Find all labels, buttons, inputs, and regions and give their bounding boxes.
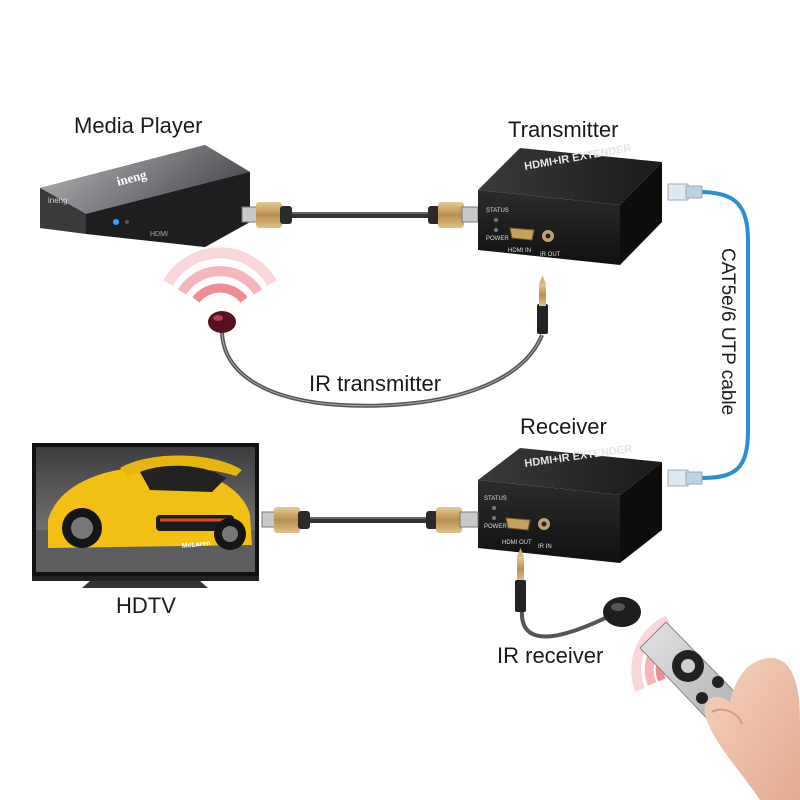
tv-stand xyxy=(82,581,208,588)
hdmi-cable-bottom xyxy=(261,507,479,533)
ir-out-label: IR OUT xyxy=(540,252,561,258)
hand-image xyxy=(704,658,800,800)
hdmi-plug-icon xyxy=(428,202,479,228)
receiver-device: HDMI+IR EXTENDER STATUS POWER HDMI OUT I… xyxy=(478,443,662,563)
hdmi-port-icon xyxy=(509,227,535,241)
utp-cable-label: CAT5e/6 UTP cable xyxy=(717,248,738,416)
status-label: STATUS xyxy=(484,496,507,502)
transmitter-device: HDMI+IR EXTENDER STATUS POWER HDMI IN IR… xyxy=(478,142,662,265)
status-led-icon xyxy=(494,218,498,222)
sensor-shine xyxy=(611,603,625,611)
ir-window-icon xyxy=(125,220,129,224)
car-image: McLaren xyxy=(48,455,252,550)
ir-in-label: IR IN xyxy=(538,544,552,550)
player-hdmi-mark: HDMI xyxy=(150,231,168,238)
ir-transmitter-cable xyxy=(208,275,548,408)
transmitter-label: Transmitter xyxy=(508,117,619,142)
audio-jack-icon xyxy=(537,275,548,334)
player-front-brand: ineng xyxy=(48,196,68,205)
hdmi-plug-icon xyxy=(261,507,310,533)
emitter-shine xyxy=(213,315,223,321)
media-player-label: Media Player xyxy=(74,113,203,138)
remote-button-icon xyxy=(696,692,708,704)
media-player-device: ineng ineng HDMI xyxy=(40,145,250,247)
utp-cable xyxy=(667,183,750,487)
power-label: POWER xyxy=(484,524,507,530)
power-led-icon xyxy=(492,516,496,520)
power-led-icon xyxy=(113,219,119,225)
hdtv-label: HDTV xyxy=(116,593,176,618)
ir-emitter-icon xyxy=(208,311,236,333)
rj45-plug-icon xyxy=(667,469,703,487)
car-badge-text: McLaren xyxy=(181,540,210,550)
status-led-icon xyxy=(492,506,496,510)
hdmi-cable-top xyxy=(241,202,479,228)
remote-button-icon xyxy=(712,676,724,688)
hdmi-plug-icon xyxy=(426,507,479,533)
hdmi-out-label: HDMI OUT xyxy=(502,540,532,546)
audio-jack-icon xyxy=(515,548,526,612)
power-led-icon xyxy=(494,228,498,232)
hdmi-plug-icon xyxy=(241,202,292,228)
hdmi-in-label: HDMI IN xyxy=(508,248,531,254)
receiver-label: Receiver xyxy=(520,414,607,439)
jack-hole-icon xyxy=(541,521,547,527)
ir-transmitter-label: IR transmitter xyxy=(309,371,442,396)
rj45-plug-icon xyxy=(667,183,703,201)
jack-hole-icon xyxy=(545,233,551,239)
ir-receiver-label: IR receiver xyxy=(497,643,604,668)
ir-wave-icon-transmitter xyxy=(163,247,277,303)
hdtv-device: McLaren xyxy=(32,443,259,588)
status-label: STATUS xyxy=(486,208,509,214)
ir-receiver-cable xyxy=(515,548,641,639)
ir-sensor-icon xyxy=(603,597,641,627)
hdmi-port-icon xyxy=(505,517,531,531)
power-label: POWER xyxy=(486,236,509,242)
